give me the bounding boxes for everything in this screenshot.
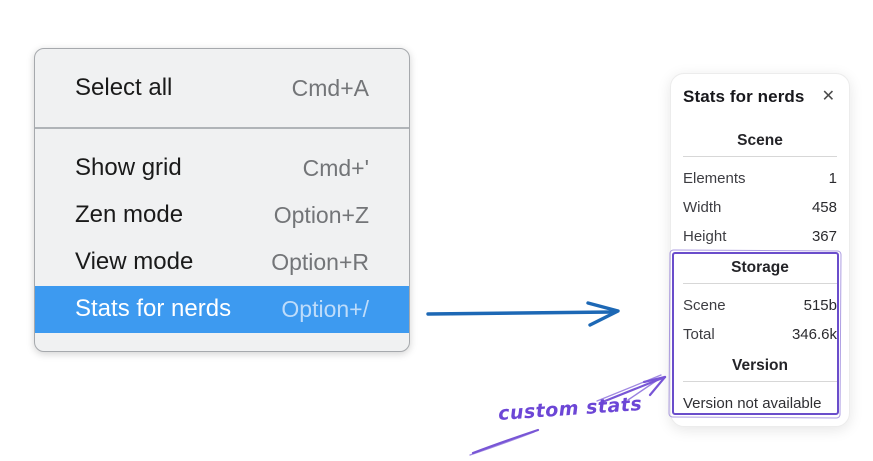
stat-label: Total (683, 326, 715, 343)
menu-item-view-mode[interactable]: View mode Option+R (35, 239, 409, 286)
stat-value: 346.6k (791, 326, 837, 343)
menu-item-label: Stats for nerds (75, 295, 232, 322)
section-divider (683, 283, 837, 284)
stat-label: Elements (683, 170, 746, 187)
stats-row-height: Height 367 (683, 222, 837, 251)
stats-panel-header: Stats for nerds ✕ (683, 86, 837, 108)
menu-item-shortcut: Option+Z (273, 201, 369, 228)
stats-panel-title: Stats for nerds (683, 87, 805, 106)
menu-item-zen-mode[interactable]: Zen mode Option+Z (35, 192, 409, 239)
stat-label: Width (683, 199, 722, 216)
menu-item-stats-for-nerds[interactable]: Stats for nerds Option+/ (35, 285, 409, 333)
menu-item-shortcut: Option+/ (281, 295, 369, 322)
stats-row-total-storage: Total 346.6k (683, 320, 837, 349)
menu-item-label: Show grid (75, 154, 182, 181)
close-icon: ✕ (821, 88, 835, 105)
menu-item-label: View mode (75, 248, 194, 275)
stat-label: Scene (683, 297, 726, 314)
menu-item-shortcut: Option+R (271, 248, 369, 275)
version-note: Version not available (683, 395, 822, 412)
menu-item-label: Select all (75, 74, 173, 101)
menu-divider (35, 127, 409, 129)
section-header-version: Version (732, 357, 788, 374)
menu-section-bottom: Show grid Cmd+' Zen mode Option+Z View m… (35, 129, 409, 351)
close-button[interactable]: ✕ (820, 87, 837, 107)
stat-value: 458 (811, 199, 837, 216)
stat-value: 1 (828, 170, 837, 187)
section-divider (683, 156, 837, 157)
menu-item-label: Zen mode (75, 201, 184, 228)
stats-row-scene-storage: Scene 515b (683, 291, 837, 320)
section-divider (683, 381, 837, 382)
menu-item-shortcut: Cmd+' (302, 154, 369, 181)
pointer-arrow (426, 301, 620, 327)
annotation-text: custom stats (497, 392, 643, 426)
section-header-storage: Storage (731, 259, 789, 276)
stat-value: 515b (803, 297, 837, 314)
menu-item-show-grid[interactable]: Show grid Cmd+' (35, 145, 409, 192)
stat-value: 367 (811, 228, 837, 245)
context-menu: Select all Cmd+A Show grid Cmd+' Zen mod… (34, 48, 410, 352)
stat-label: Height (683, 228, 727, 245)
section-header-scene: Scene (737, 132, 783, 149)
menu-item-shortcut: Cmd+A (291, 74, 369, 101)
stats-row-elements: Elements 1 (683, 164, 837, 193)
stats-row-width: Width 458 (683, 193, 837, 222)
menu-item-select-all[interactable]: Select all Cmd+A (35, 65, 409, 111)
menu-section-top: Select all Cmd+A (35, 49, 409, 127)
stats-panel: Stats for nerds ✕ Scene Elements 1 Width… (670, 73, 850, 427)
